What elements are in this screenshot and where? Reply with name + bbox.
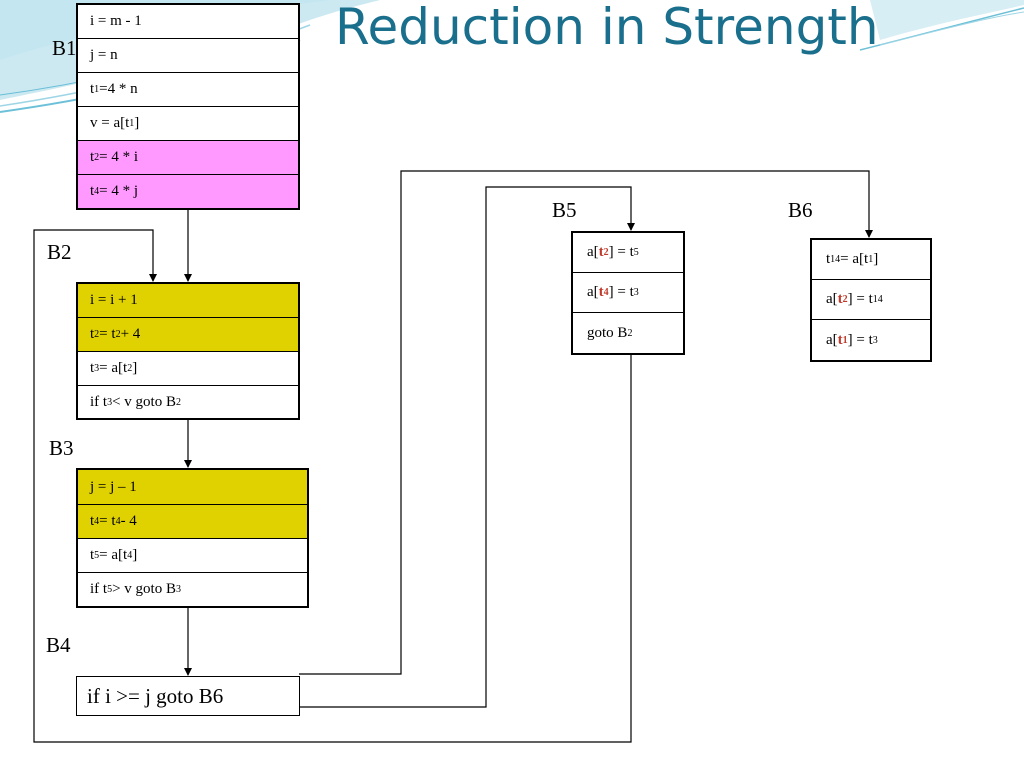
label-b4: B4 bbox=[46, 633, 71, 657]
edge-b4-b6 bbox=[299, 170, 873, 675]
slide-title: Reduction in Strength bbox=[335, 0, 879, 56]
label-b3: B3 bbox=[49, 436, 74, 460]
block-b4: if i >= j goto B6 bbox=[76, 676, 300, 716]
label-b5: B5 bbox=[552, 198, 577, 222]
b1-row-2: j = n bbox=[78, 39, 298, 73]
label-b6: B6 bbox=[788, 198, 813, 222]
b3-row-1: j = j – 1 bbox=[78, 470, 307, 505]
label-b2: B2 bbox=[47, 240, 72, 264]
edge-b5-b2-loop bbox=[33, 229, 632, 743]
b2-row-1: i = i + 1 bbox=[78, 284, 298, 318]
edge-b4-b5 bbox=[299, 186, 635, 708]
b1-row-1: i = m - 1 bbox=[78, 5, 298, 39]
b4-row-1: if i >= j goto B6 bbox=[87, 683, 224, 708]
label-b1: B1 bbox=[52, 36, 77, 60]
